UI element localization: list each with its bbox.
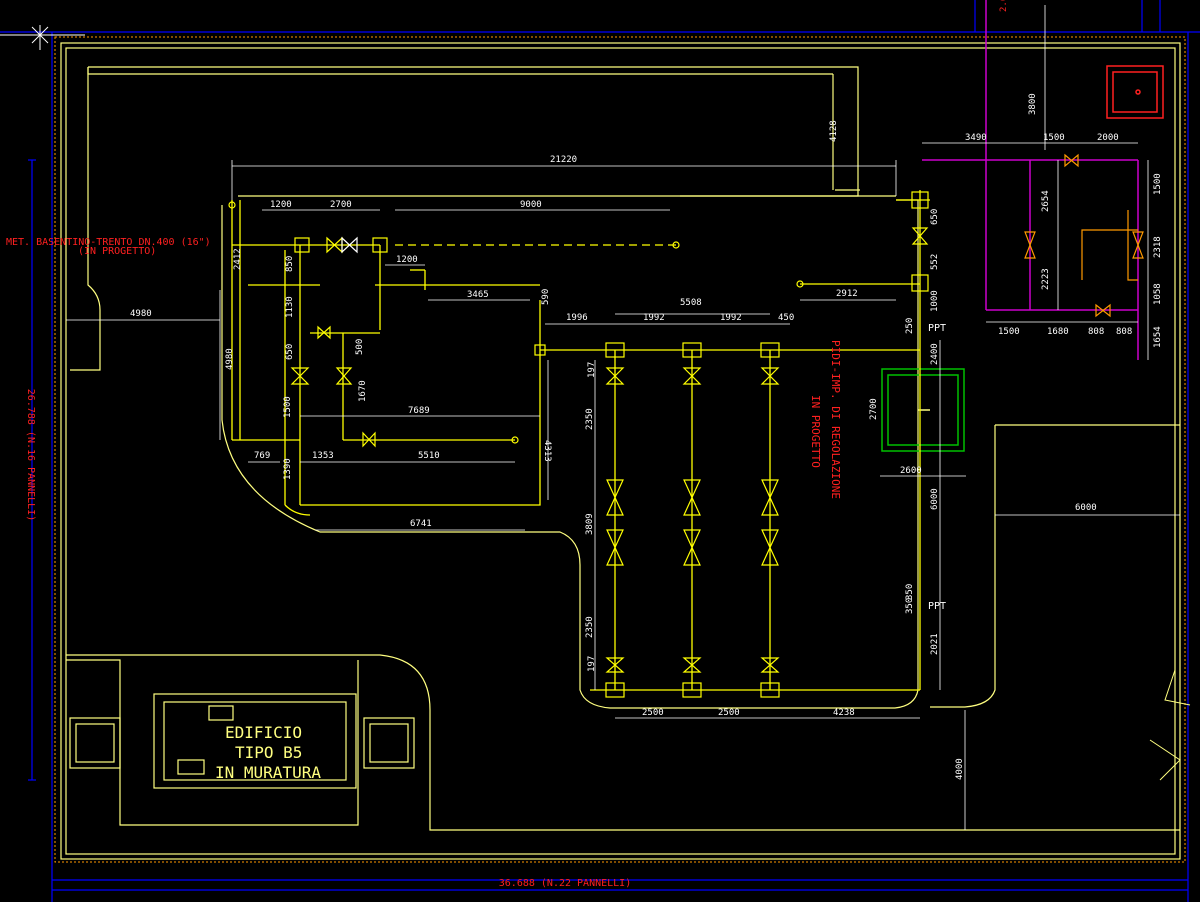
dim-500: 500 <box>355 339 365 355</box>
dim-552: 552 <box>930 254 940 270</box>
dimension-lines <box>66 5 1180 830</box>
building-label-1: EDIFICIO <box>225 723 302 742</box>
dim-2600: 2600 <box>900 466 922 476</box>
dim-2700-b: 2700 <box>869 398 879 420</box>
dim-2912: 2912 <box>836 289 858 299</box>
valves <box>228 153 1144 698</box>
dim-197-b: 197 <box>587 656 597 672</box>
regulation-label-2: IN PROGETTO <box>809 395 822 468</box>
magenta-pipes <box>922 0 1139 360</box>
dim-2500-b: 2500 <box>718 708 740 718</box>
orange-pipes <box>1081 210 1138 281</box>
dim-1670: 1670 <box>358 380 368 402</box>
dim-2350-a: 2350 <box>585 408 595 430</box>
dim-3465: 3465 <box>467 290 489 300</box>
dim-6000-b: 6000 <box>1075 503 1097 513</box>
dim-3800: 3800 <box>1028 93 1038 115</box>
red-chamber <box>1106 65 1164 119</box>
dim-1000: 1000 <box>930 290 940 312</box>
dim-5510: 5510 <box>418 451 440 461</box>
dim-3490: 3490 <box>965 133 987 143</box>
dim-808-b: 808 <box>1116 327 1132 337</box>
dim-4980: 4980 <box>130 309 152 319</box>
dim-1992-b: 1992 <box>720 313 742 323</box>
dim-2223: 2223 <box>1041 268 1051 290</box>
dim-4000: 4000 <box>955 758 965 780</box>
dim-650-b: 650 <box>930 209 940 225</box>
dim-2f: 2.0 <box>999 0 1009 12</box>
dim-350-b: 350 <box>905 598 915 614</box>
regulation-label-1: PIDI-IMP. DI REGOLAZIONE <box>829 340 842 499</box>
dim-4980-b: 4980 <box>225 348 235 370</box>
dim-1353: 1353 <box>312 451 334 461</box>
gate <box>1149 669 1191 781</box>
dim-1654: 1654 <box>1153 326 1163 348</box>
dim-2700: 2700 <box>330 200 352 210</box>
dim-1680: 1680 <box>1047 327 1069 337</box>
dim-1390: 1390 <box>283 458 293 480</box>
dim-1500-d: 1500 <box>998 327 1020 337</box>
dim-769: 769 <box>254 451 270 461</box>
building-label-2: TIPO B5 <box>235 743 302 762</box>
dim-650: 650 <box>285 344 295 360</box>
dim-7689: 7689 <box>408 406 430 416</box>
dim-2412: 2412 <box>233 248 243 270</box>
site-roads <box>60 42 1181 860</box>
dim-5508: 5508 <box>680 298 702 308</box>
pipeline-label: MET. BASENTINO-TRENTO DN.400 (16") <box>6 237 211 248</box>
dim-2000: 2000 <box>1097 133 1119 143</box>
pipeline-note: (IN PROGETTO) <box>78 246 156 257</box>
dim-6741: 6741 <box>410 519 432 529</box>
dim-4128: 4128 <box>829 120 839 142</box>
total-width-label: 36.688 (N.22 PANNELLI) <box>499 878 631 889</box>
pipework <box>231 190 930 691</box>
dim-6000-a: 6000 <box>930 488 940 510</box>
dim-1200: 1200 <box>270 200 292 210</box>
building-label-3: IN MURATURA <box>215 763 321 782</box>
dim-3809: 3809 <box>585 513 595 535</box>
dim-1130: 1130 <box>285 296 295 318</box>
dim-2318: 2318 <box>1153 236 1163 258</box>
dim-4313: 4313 <box>542 440 552 462</box>
dim-21220: 21220 <box>550 155 577 165</box>
dim-2350-b: 2350 <box>585 616 595 638</box>
dim-1992-a: 1992 <box>643 313 665 323</box>
crosshair-icon <box>0 25 85 50</box>
total-height-label: 26.788 (N.16 PANNELLI) <box>25 389 36 521</box>
dim-1500: 1500 <box>283 396 293 418</box>
dim-9000: 9000 <box>520 200 542 210</box>
dim-2500-a: 2500 <box>642 708 664 718</box>
fence <box>54 36 1186 863</box>
dim-1500-b: 1500 <box>1043 133 1065 143</box>
dim-350-a: 350 <box>905 584 915 600</box>
dim-1200-b: 1200 <box>396 255 418 265</box>
dim-2654: 2654 <box>1041 190 1051 212</box>
building <box>69 693 415 789</box>
dim-197-a: 197 <box>587 362 597 378</box>
ppt-label-2: PPT <box>928 601 946 612</box>
dim-2400: 2400 <box>930 343 940 365</box>
dim-4238: 4238 <box>833 708 855 718</box>
dim-2021: 2021 <box>930 633 940 655</box>
dimension-labels: 21220 4128 1200 2700 9000 1200 2412 850 … <box>130 0 1163 780</box>
dim-1058: 1058 <box>1153 283 1163 305</box>
dim-850: 850 <box>285 256 295 272</box>
dim-250: 250 <box>905 318 915 334</box>
dim-808-a: 808 <box>1088 327 1104 337</box>
dim-590: 590 <box>541 289 551 305</box>
ppt-label-1: PPT <box>928 323 946 334</box>
dim-450: 450 <box>778 313 794 323</box>
dim-1500-c: 1500 <box>1153 173 1163 195</box>
dim-1996: 1996 <box>566 313 588 323</box>
